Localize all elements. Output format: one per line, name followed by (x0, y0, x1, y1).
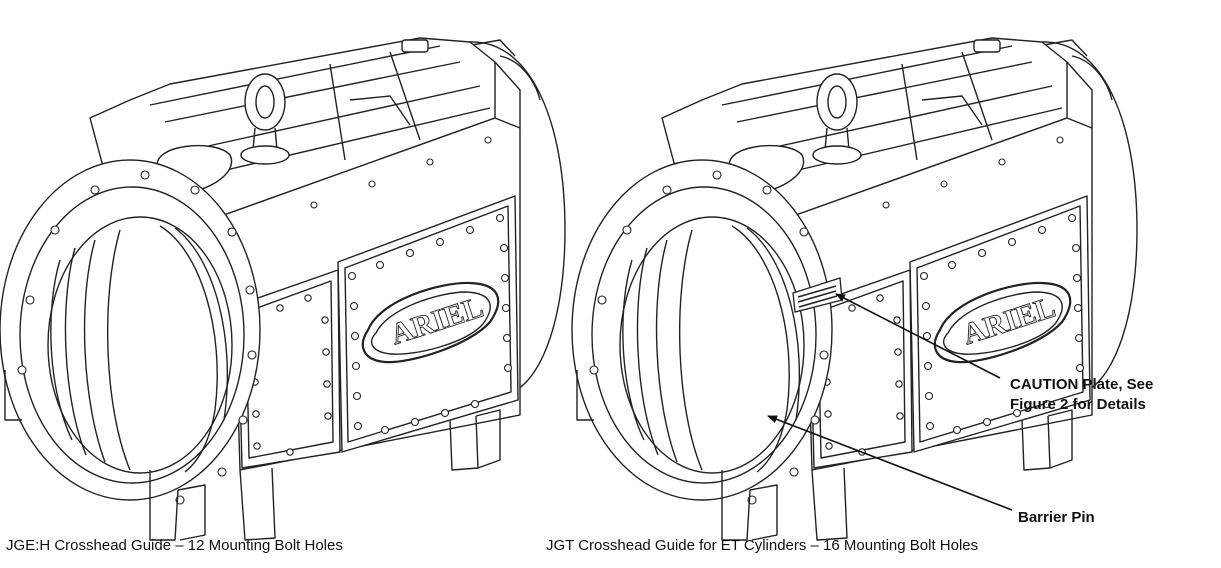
barrier-pin-callout: Barrier Pin (1018, 509, 1095, 526)
jgeh-crosshead-guide-drawing: ARIEL (0, 36, 567, 542)
figure-caption-right: JGT Crosshead Guide for ET Cylinders – 1… (546, 537, 979, 554)
caution-callout-line1: CAUTION Plate, See (1010, 376, 1154, 393)
figure-caption-left: JGE:H Crosshead Guide – 12 Mounting Bolt… (6, 537, 343, 554)
barrier-pin-leader-arrow (767, 415, 1013, 511)
caution-plate-callout: CAUTION Plate, See Figure 2 for Details (1010, 375, 1153, 415)
jgt-crosshead-guide-drawing: ARIEL (570, 36, 1139, 542)
caution-plate-leader-arrow (835, 293, 1001, 379)
caution-plate (792, 277, 843, 313)
caution-callout-line2: Figure 2 for Details (1010, 396, 1146, 413)
